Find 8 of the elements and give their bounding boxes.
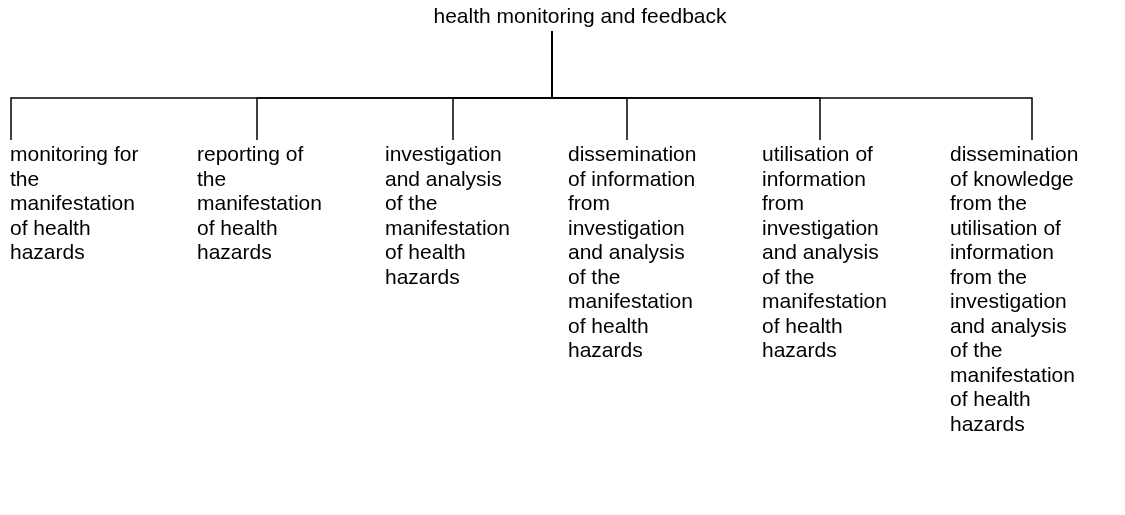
- node-label: reporting of the manifestation of health hazards: [197, 142, 333, 265]
- node-label: dissemination of knowledge from the utilisation of information from the investigation and analysis of the manifestation of health hazards: [950, 142, 1086, 436]
- connector-line: [551, 30, 1033, 141]
- node-label: monitoring for the manifestation of health hazards: [10, 142, 146, 265]
- node-label: dissemination of information from investigation and analysis of the manifestation of health hazards: [568, 142, 704, 363]
- node-label: utilisation of information from investigation and analysis of the manifestation of health hazards: [762, 142, 898, 363]
- node-label: investigation and analysis of the manifestation of health hazards: [385, 142, 521, 289]
- node-label: health monitoring and feedback: [390, 4, 770, 29]
